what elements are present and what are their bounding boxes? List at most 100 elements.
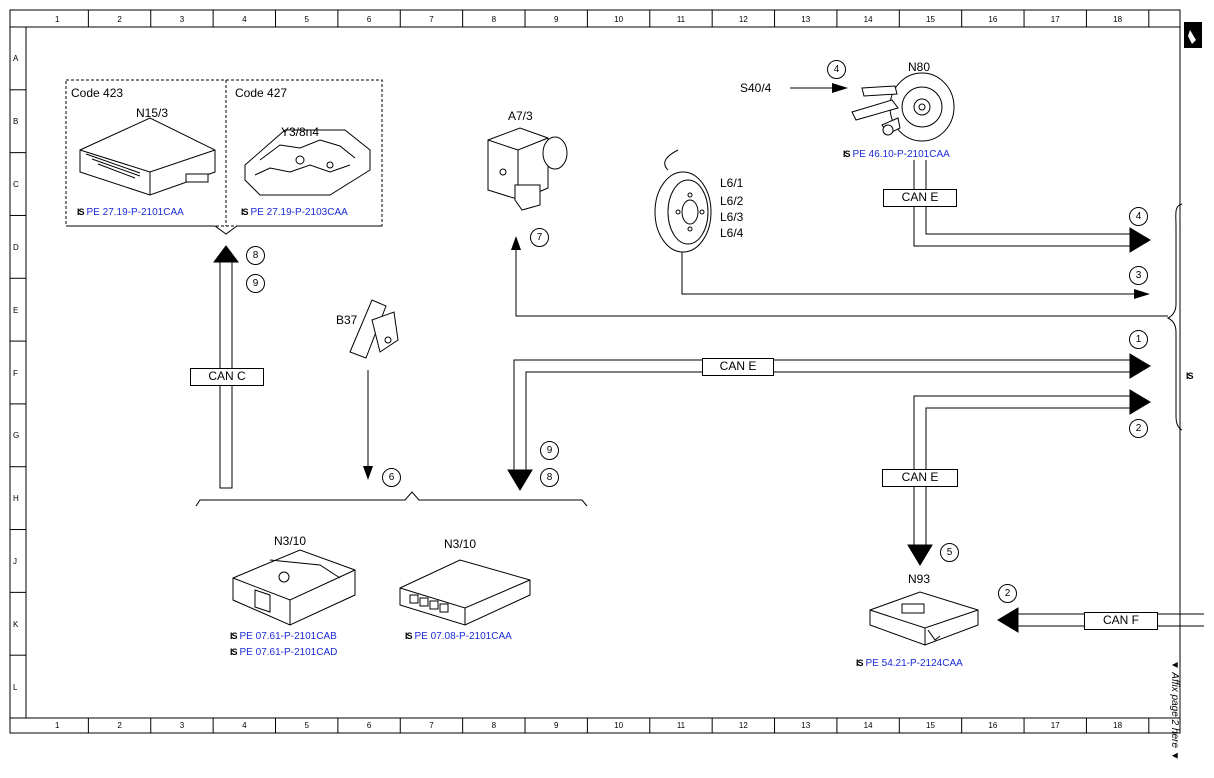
- y3-8n4-valve-drawing: [244, 129, 371, 196]
- n93-module-drawing: [869, 591, 979, 646]
- n3-10-module-a-drawing: [232, 549, 356, 626]
- can-e-main-label: CAN E: [702, 358, 774, 376]
- grid-column-label: 15: [926, 721, 935, 730]
- n3-10-a-label: N3/10: [274, 534, 307, 548]
- can-e-n80-label: CAN E: [883, 189, 957, 207]
- grid-row-label: A: [13, 54, 19, 64]
- group-bracket: [66, 225, 382, 235]
- marker-9-mid: 9: [540, 441, 559, 460]
- grid-column-label: 8: [491, 15, 497, 24]
- grid-column-label: 2: [117, 15, 122, 24]
- l6-2-label: L6/2: [720, 194, 744, 208]
- grid-ticks: [10, 10, 1150, 733]
- s40-4-arrowhead: [832, 83, 848, 93]
- hand-pointer-icon: IS: [405, 631, 412, 641]
- hand-pointer-icon: IS: [241, 207, 248, 217]
- hand-pointer-icon: IS: [1186, 371, 1193, 381]
- grid-column-label: 13: [801, 721, 811, 730]
- grid-row-label: K: [13, 619, 19, 629]
- can-c-bus: [213, 245, 239, 489]
- grid-column-label: 16: [988, 721, 998, 730]
- grid-column-label: 4: [242, 721, 247, 730]
- grid-column-label: 13: [801, 15, 811, 24]
- grid-column-label: 14: [863, 721, 873, 730]
- can-f-bus-label: CAN F: [1084, 612, 1158, 630]
- n3-10-a-ref-text-2: PE 07.61-P-2101CAD: [239, 647, 338, 658]
- n15-3-ref-text: PE 27.19-P-2101CAA: [86, 207, 184, 218]
- grid-row-label: E: [13, 305, 19, 315]
- l6-arrowhead: [1134, 289, 1150, 299]
- b37-label: B37: [336, 313, 358, 327]
- n80-label: N80: [908, 60, 931, 74]
- n93-ref-text: PE 54.21-P-2124CAA: [865, 658, 963, 669]
- l6-signal-line: [681, 252, 1136, 295]
- n80-can-e-bus: [913, 160, 1151, 253]
- a7-3-unit-drawing: [487, 127, 568, 211]
- grid-row-label: H: [13, 494, 19, 504]
- can-c-bus-label: CAN C: [190, 368, 264, 386]
- grid-column-label: 18: [1113, 15, 1123, 24]
- grid-column-label: 10: [614, 721, 624, 730]
- marker-2-right: 2: [1129, 419, 1148, 438]
- marker-3: 3: [1129, 266, 1148, 285]
- grid-column-label: 1: [54, 721, 60, 730]
- l6-3-label: L6/3: [720, 210, 744, 224]
- n80-steering-column-module-drawing: [851, 72, 955, 142]
- grid-row-label: C: [13, 180, 19, 190]
- grid-column-label: 14: [863, 15, 873, 24]
- marker-8-mid: 8: [540, 468, 559, 487]
- grid-column-label: 18: [1113, 721, 1123, 730]
- grid-column-label: 7: [429, 721, 434, 730]
- hand-pointer-icon: IS: [856, 658, 863, 668]
- grid-column-label: 3: [179, 15, 185, 24]
- n80-ref-text: PE 46.10-P-2101CAA: [852, 149, 950, 160]
- n15-3-module-drawing: [79, 117, 216, 196]
- n3-10-b-ref-text: PE 07.08-P-2101CAA: [414, 631, 512, 642]
- grid-row-label: J: [13, 556, 17, 566]
- grid-column-label: 15: [926, 15, 935, 24]
- grid-column-label: 12: [738, 721, 748, 730]
- b37-pedal-drawing: [349, 299, 399, 359]
- grid-column-label: 7: [429, 15, 434, 24]
- n3-10-module-b-drawing: [399, 559, 531, 626]
- grid-column-label: 8: [491, 721, 497, 730]
- grid-column-label: 5: [304, 721, 309, 730]
- grid-column-label: 11: [676, 721, 686, 730]
- marker-7: 7: [530, 228, 549, 247]
- code-423-label: Code 423: [71, 86, 124, 100]
- a7-3-arrowhead: [511, 236, 521, 250]
- frame: [9, 9, 1181, 734]
- l6-wheel-speed-sensor-drawing: [654, 149, 712, 253]
- code-427-label: Code 427: [235, 86, 288, 100]
- brace-ref-hand-icon[interactable]: IS: [1186, 370, 1196, 383]
- grid-column-label: 4: [242, 15, 247, 24]
- grid-column-label: 17: [1050, 721, 1060, 730]
- a7-3-feed-line: [515, 248, 1168, 317]
- l6-1-label: L6/1: [720, 176, 744, 190]
- grid-column-label: 9: [553, 15, 559, 24]
- hand-pointer-icon: IS: [230, 647, 237, 657]
- n93-label: N93: [908, 572, 931, 586]
- marker-6: 6: [382, 468, 401, 487]
- n3-10-brace: [195, 491, 588, 507]
- grid-row-label: G: [13, 431, 20, 441]
- n3-10-a-ref-text-1: PE 07.61-P-2101CAB: [239, 631, 337, 642]
- grid-column-label: 2: [117, 721, 122, 730]
- n93-can-e-bus: [907, 389, 1151, 566]
- grid-row-label: D: [13, 242, 19, 252]
- marker-8-top: 8: [246, 246, 265, 265]
- marker-4-s40: 4: [827, 60, 846, 79]
- s40-4-label: S40/4: [740, 81, 772, 95]
- grid-column-label: 11: [676, 15, 686, 24]
- grid-row-label: B: [13, 117, 19, 127]
- y3-8n4-label: Y3/8n4: [281, 125, 320, 139]
- marker-5: 5: [940, 543, 959, 562]
